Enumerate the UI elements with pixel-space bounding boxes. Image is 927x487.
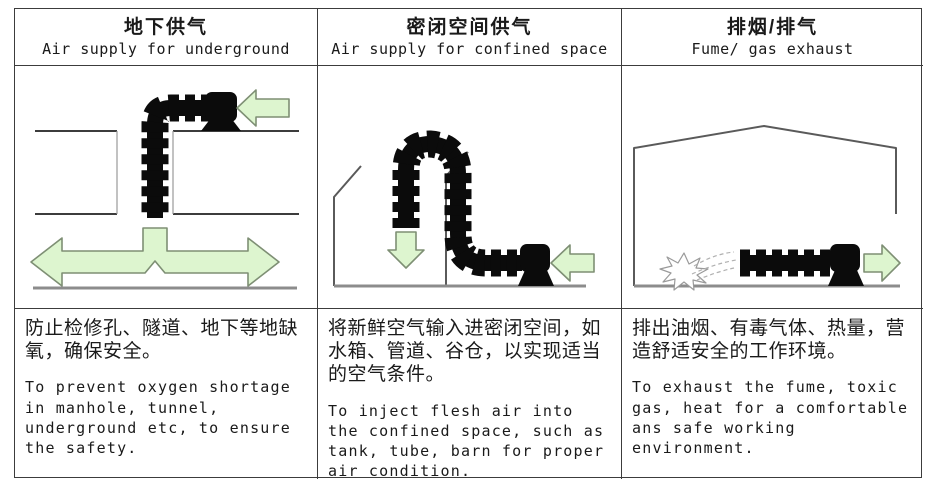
- fan-icon: [520, 244, 550, 272]
- desc-underground-zh: 防止检修孔、隧道、地下等地缺氧，确保安全。: [25, 318, 299, 363]
- air-down-arrow-icon: [387, 231, 425, 269]
- exhaust-arrow-icon: [863, 244, 901, 282]
- header-confined-space: 密闭空间供气 Air supply for confined space: [318, 9, 622, 66]
- desc-confined-space: 将新鲜空气输入进密闭空间，如水箱、管道、谷仓，以实现适当的空气条件。 To in…: [318, 309, 622, 479]
- header-exhaust-en: Fume/ gas exhaust: [691, 40, 854, 59]
- air-spread-arrow-icon: [30, 227, 280, 287]
- desc-underground: 防止检修孔、隧道、地下等地缺氧，确保安全。 To prevent oxygen …: [15, 309, 318, 479]
- air-intake-arrow-icon: [550, 244, 595, 282]
- fan-base: [201, 118, 241, 131]
- header-exhaust: 排烟/排气 Fume/ gas exhaust: [622, 9, 923, 66]
- fan-base: [518, 268, 554, 286]
- air-intake-arrow-icon: [236, 89, 290, 127]
- smoke-source-icon: [659, 252, 709, 291]
- desc-exhaust: 排出油烟、有毒气体、热量，营造舒适安全的工作环境。 To exhaust the…: [622, 309, 923, 479]
- manhole-shaft-walls: [116, 131, 174, 214]
- exhaust-illustration: [622, 66, 923, 309]
- fan-icon: [830, 244, 860, 272]
- header-confined-space-en: Air supply for confined space: [331, 40, 608, 59]
- fan-icon: [205, 92, 237, 122]
- confined-space-illustration: [318, 66, 622, 309]
- underground-illustration: [15, 66, 318, 309]
- flexible-duct-ribs: [392, 130, 522, 277]
- desc-exhaust-zh: 排出油烟、有毒气体、热量，营造舒适安全的工作环境。: [632, 318, 906, 363]
- flexible-duct-ribs: [141, 94, 211, 218]
- desc-exhaust-en: To exhaust the fume, toxic gas, heat for…: [632, 378, 909, 458]
- header-exhaust-zh: 排烟/排气: [726, 17, 819, 39]
- fume-dashed-lines: [691, 251, 737, 281]
- building-outline: [633, 125, 897, 286]
- desc-confined-space-en: To inject flesh air into the confined sp…: [328, 401, 605, 479]
- header-underground-zh: 地下供气: [123, 17, 208, 39]
- tank-left-wall: [333, 165, 362, 286]
- header-confined-space-zh: 密闭空间供气: [406, 17, 533, 39]
- header-underground-en: Air supply for underground: [42, 40, 290, 59]
- desc-underground-en: To prevent oxygen shortage in manhole, t…: [25, 378, 291, 458]
- fan-base: [828, 268, 864, 286]
- desc-confined-space-zh: 将新鲜空气输入进密闭空间，如水箱、管道、谷仓，以实现适当的空气条件。: [328, 318, 602, 386]
- header-underground: 地下供气 Air supply for underground: [15, 9, 318, 66]
- applications-table: 地下供气 Air supply for underground 密闭空间供气 A…: [14, 8, 923, 479]
